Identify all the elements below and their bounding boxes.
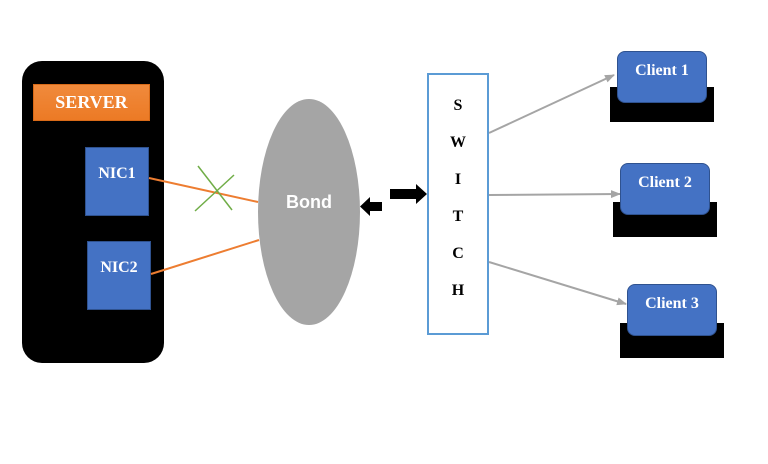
nic1-label: NIC1	[98, 165, 136, 182]
client3-box: Client 3	[627, 284, 717, 336]
switch-letter: H	[451, 282, 465, 299]
client1-box: Client 1	[617, 51, 707, 103]
nic2-link-line	[150, 239, 260, 275]
client1-label: Client 1	[635, 62, 689, 79]
nic2-box: NIC2	[87, 241, 151, 310]
switch-to-client1-arrow	[488, 74, 615, 134]
nic2-label: NIC2	[100, 259, 138, 276]
server-label: SERVER	[33, 84, 150, 121]
switch-letter: T	[452, 208, 464, 225]
client2-box: Client 2	[620, 163, 710, 215]
switch-to-client2-arrow	[488, 190, 621, 199]
switch-to-client3-arrow	[488, 261, 627, 306]
switch-label: S W I T C H	[429, 97, 487, 319]
switch-box: S W I T C H	[427, 73, 489, 335]
client2-label: Client 2	[638, 174, 692, 191]
bond-label: Bond	[286, 192, 332, 212]
link-failure-x-icon	[194, 165, 235, 212]
client3-label: Client 3	[645, 295, 699, 312]
switch-letter: W	[450, 134, 466, 151]
nic1-box: NIC1	[85, 147, 149, 216]
nic1-link-line	[148, 177, 259, 203]
switch-letter: C	[452, 245, 464, 262]
arrow-to-bond-icon	[360, 197, 382, 216]
arrow-to-switch-icon	[390, 184, 427, 204]
switch-letter: I	[454, 171, 462, 188]
switch-letter: S	[453, 97, 463, 114]
